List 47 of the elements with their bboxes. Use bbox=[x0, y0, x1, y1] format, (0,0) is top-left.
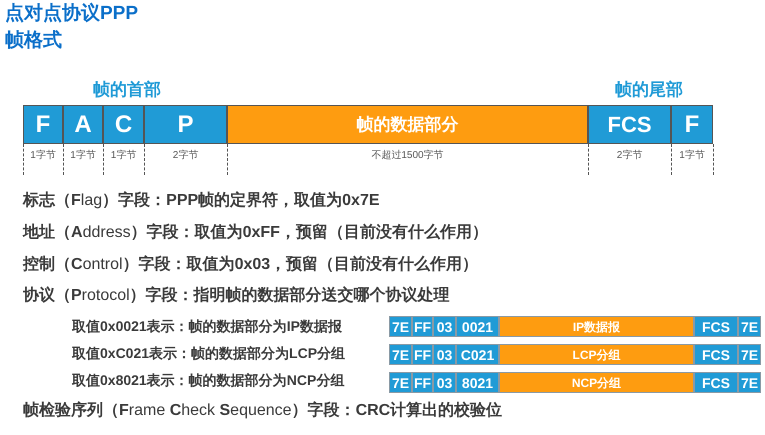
frame-field: C bbox=[103, 105, 144, 144]
byte-size-label: 1字节 bbox=[679, 150, 705, 162]
protocol-value-note: 取值0x8021表示：帧的数据部分为NCP分组 bbox=[72, 372, 344, 389]
frame-field: 7E bbox=[389, 344, 412, 365]
group-label: 帧的尾部 bbox=[615, 80, 683, 100]
frame-field: 7E bbox=[738, 344, 761, 365]
frame-field: FF bbox=[412, 316, 433, 337]
byte-size-label: 1字节 bbox=[110, 150, 136, 162]
frame-field: C021 bbox=[456, 344, 499, 365]
page-subtitle: 帧格式 bbox=[5, 30, 62, 53]
frame-field: 8021 bbox=[456, 372, 499, 393]
byte-size-label: 1字节 bbox=[70, 150, 96, 162]
frame-field: FCS bbox=[694, 344, 738, 365]
frame-field: 7E bbox=[389, 316, 412, 337]
frame-field: 03 bbox=[433, 316, 456, 337]
payload-field: IP数据报 bbox=[499, 316, 694, 337]
frame-field: FCS bbox=[588, 105, 671, 144]
frame-field: F bbox=[23, 105, 63, 144]
frame-field: FCS bbox=[694, 372, 738, 393]
field-description: 控制（Control）字段：取值为0x03，预留（目前没有什么作用） bbox=[23, 255, 478, 274]
byte-size-label: 1字节 bbox=[30, 150, 56, 162]
frame-field: 03 bbox=[433, 344, 456, 365]
protocol-value-note: 取值0x0021表示：帧的数据部分为IP数据报 bbox=[72, 318, 342, 335]
frame-field: P bbox=[144, 105, 227, 144]
frame-field: 03 bbox=[433, 372, 456, 393]
group-label: 帧的首部 bbox=[93, 80, 161, 100]
payload-field: NCP分组 bbox=[499, 372, 694, 393]
field-description: 协议（Protocol）字段：指明帧的数据部分送交哪个协议处理 bbox=[23, 286, 450, 306]
byte-size-label: 不超过1500字节 bbox=[371, 150, 444, 162]
frame-field: 7E bbox=[738, 372, 761, 393]
payload-field: LCP分组 bbox=[499, 344, 694, 365]
page-title: 点对点协议PPP bbox=[5, 3, 138, 26]
protocol-value-note: 取值0xC021表示：帧的数据部分为LCP分组 bbox=[72, 345, 346, 362]
field-description: 地址（Address）字段：取值为0xFF，预留（目前没有什么作用） bbox=[23, 223, 488, 242]
frame-field: F bbox=[671, 105, 713, 144]
frame-field: 7E bbox=[738, 316, 761, 337]
byte-size-label: 2字节 bbox=[616, 150, 642, 162]
byte-size-label: 2字节 bbox=[172, 150, 198, 162]
field-description: 标志（Flag）字段：PPP帧的定界符，取值为0x7E bbox=[23, 191, 380, 210]
payload-field: 帧的数据部分 bbox=[227, 105, 588, 144]
field-description: 帧检验序列（Frame Check Sequence）字段：CRC计算出的校验位 bbox=[23, 401, 502, 420]
frame-field: 7E bbox=[389, 372, 412, 393]
frame-field: FCS bbox=[694, 316, 738, 337]
frame-field: FF bbox=[412, 344, 433, 365]
frame-field: A bbox=[63, 105, 103, 144]
frame-field: 0021 bbox=[456, 316, 499, 337]
frame-field: FF bbox=[412, 372, 433, 393]
